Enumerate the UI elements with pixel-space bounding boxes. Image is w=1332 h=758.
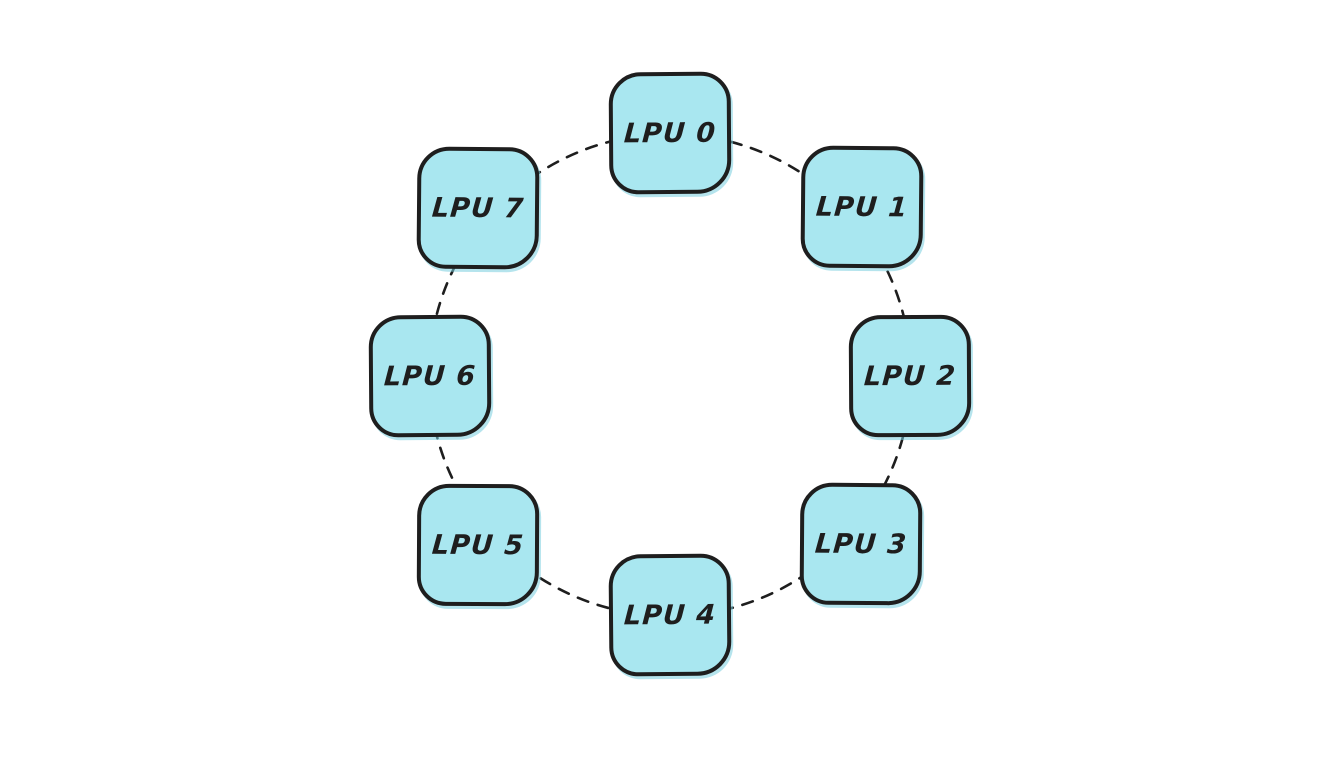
node-lpu-2-label: LPU 2 [862, 360, 958, 392]
node-lpu-7[interactable]: LPU 7 [416, 146, 540, 270]
node-lpu-0[interactable]: LPU 0 [608, 71, 732, 195]
node-lpu-1[interactable]: LPU 1 [800, 145, 924, 269]
node-lpu-0-label: LPU 0 [622, 117, 718, 149]
node-lpu-3-label: LPU 3 [813, 528, 909, 560]
node-lpu-7-label: LPU 7 [430, 192, 526, 224]
node-lpu-2[interactable]: LPU 2 [848, 314, 972, 438]
node-lpu-5-label: LPU 5 [430, 529, 526, 561]
node-lpu-6-label: LPU 6 [382, 360, 478, 392]
node-lpu-3[interactable]: LPU 3 [799, 482, 923, 606]
node-lpu-5[interactable]: LPU 5 [416, 483, 540, 607]
node-lpu-1-label: LPU 1 [814, 191, 910, 223]
node-lpu-6[interactable]: LPU 6 [368, 314, 492, 438]
node-lpu-4[interactable]: LPU 4 [608, 553, 732, 677]
node-lpu-4-label: LPU 4 [622, 599, 717, 631]
